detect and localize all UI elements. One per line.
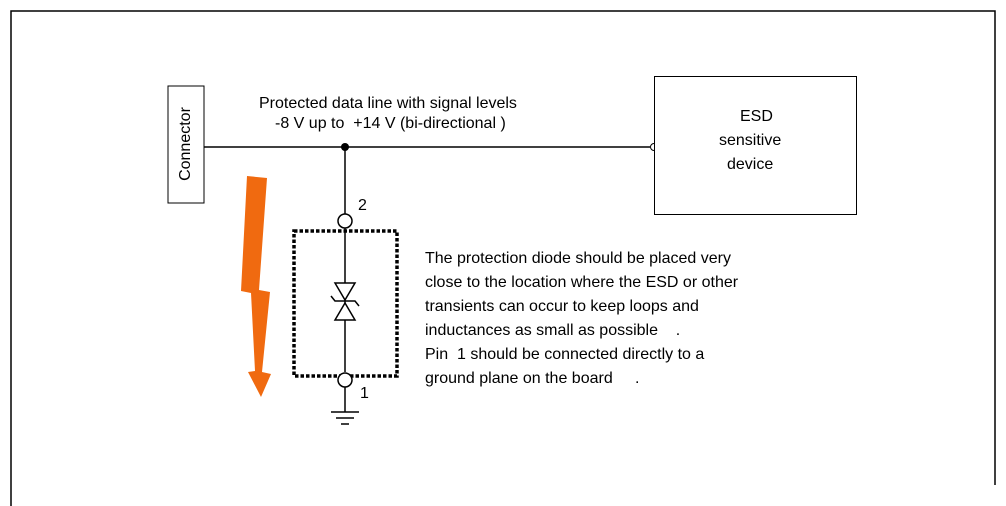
pin-1-terminal [337,372,353,388]
connector-block [167,85,205,204]
note-line-5: Pin 1 should be connected directly to a [425,346,705,363]
pin-2-terminal [337,213,353,229]
frame-border [10,10,996,506]
note-line-6: ground plane on the board . [425,370,640,387]
pin-1-label: 1 [360,385,369,402]
line-label-primary: Protected data line with signal levels [259,95,517,112]
note-line-2: close to the location where the ESD or o… [425,274,739,291]
device-label-sensitive: sensitive [719,132,782,149]
line-label-voltage: -8 V up to +14 V (bi-directional ) [275,115,506,132]
note-line-1: The protection diode should be placed ve… [425,250,731,267]
ground-icon [331,411,359,425]
note-line-3: transients can occur to keep loops and [425,298,699,315]
lightning-arrow-icon [241,176,271,397]
connector-label: Connector [177,107,194,181]
tvs-diode-icon [330,282,360,321]
device-label-esd: ESD [740,108,773,125]
pin-2-label: 2 [358,197,367,214]
note-line-4: inductances as small as possible . [425,322,681,339]
esd-device-box [654,76,857,215]
device-label-device: device [727,156,774,173]
